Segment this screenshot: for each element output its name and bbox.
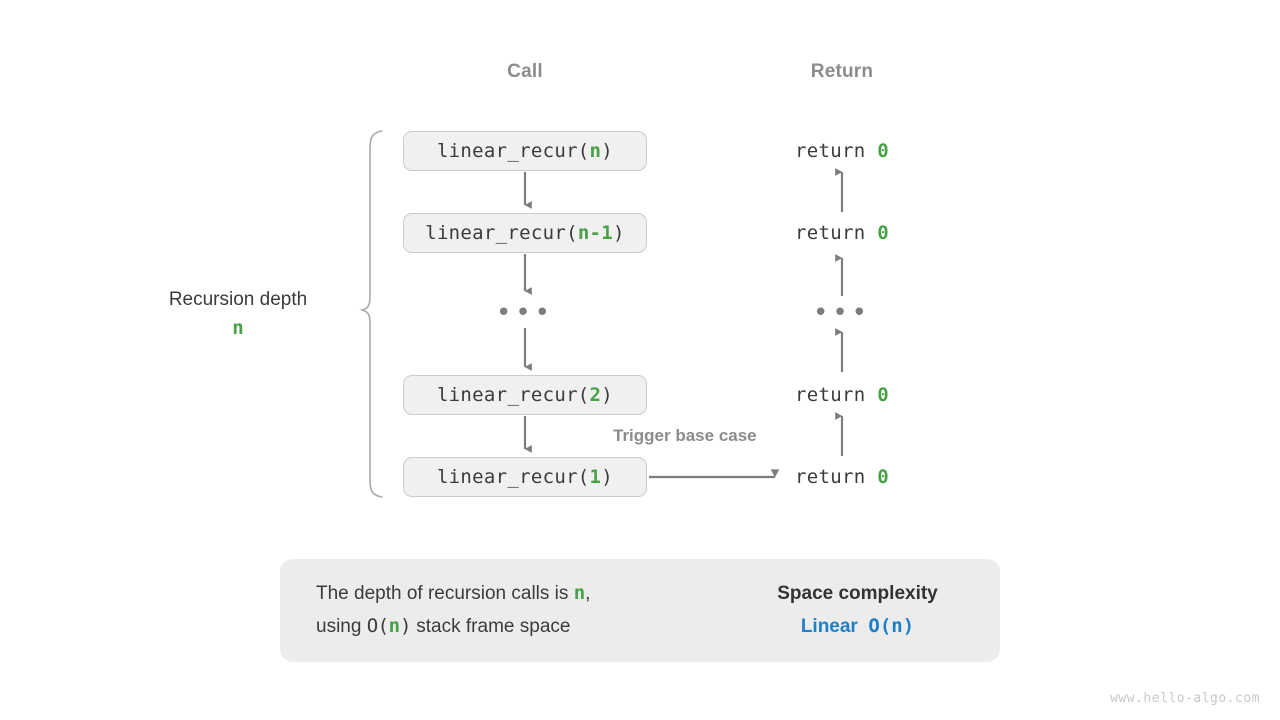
return-value: 0 [877, 222, 889, 244]
trigger-base-case-label: Trigger base case [613, 426, 757, 445]
call-frame-suffix: ) [601, 466, 614, 488]
summary-line1-variable: n [573, 582, 586, 604]
summary-line2-suffix: stack frame space [411, 616, 571, 638]
summary-line-1: The depth of recursion calls is n, [316, 577, 696, 610]
summary-line1-suffix: , [585, 583, 591, 604]
summary-line2-bigo-open: O( [366, 615, 389, 638]
return-statement: return 0 [742, 140, 942, 162]
call-frame-argument: n [589, 140, 602, 162]
recursion-depth-brace [359, 130, 383, 498]
summary-line2-prefix: using [316, 616, 367, 638]
summary-line1-prefix: The depth of recursion calls is [316, 583, 574, 604]
return-statement: return 0 [742, 466, 942, 488]
call-frame-suffix: ) [613, 222, 625, 244]
call-frame-box[interactable]: linear_recur(2) [403, 375, 647, 415]
return-keyword: return [795, 466, 878, 488]
complexity-kind: Linear [800, 616, 858, 638]
column-header-call: Call [507, 61, 543, 82]
summary-panel: The depth of recursion calls is n, using… [280, 559, 1000, 662]
call-frame-prefix: linear_recur( [425, 222, 578, 244]
return-keyword: return [795, 222, 878, 244]
return-keyword: return [795, 384, 878, 406]
return-ellipsis: ••• [812, 298, 871, 328]
space-complexity-title: Space complexity [777, 583, 938, 604]
call-frame-box[interactable]: linear_recur(n-1) [403, 213, 647, 253]
return-value: 0 [877, 140, 889, 162]
return-statement: return 0 [742, 384, 942, 406]
call-frame-argument: n-1 [577, 222, 614, 244]
return-value: 0 [877, 466, 889, 488]
summary-result: Space complexity Linear O(n) [750, 577, 965, 644]
call-frame-prefix: linear_recur( [436, 384, 590, 406]
call-frame-box[interactable]: linear_recur(1) [403, 457, 647, 497]
return-keyword: return [795, 140, 878, 162]
call-frame-argument: 1 [589, 466, 602, 488]
recursion-depth-variable: n [232, 317, 244, 340]
space-complexity-value: Linear O(n) [750, 610, 965, 643]
column-header-return: Return [810, 61, 874, 82]
summary-line2-bigo-close: ) [400, 615, 411, 638]
recursion-depth-label: Recursion depth n [120, 285, 356, 344]
summary-line2-variable: n [388, 615, 401, 638]
call-frame-suffix: ) [601, 384, 614, 406]
return-statement: return 0 [742, 222, 942, 244]
summary-description: The depth of recursion calls is n, using… [316, 577, 696, 644]
call-frame-prefix: linear_recur( [436, 466, 590, 488]
call-ellipsis: ••• [495, 298, 554, 328]
recursion-depth-text: Recursion depth [168, 289, 308, 310]
call-frame-box[interactable]: linear_recur(n) [403, 131, 647, 171]
return-value: 0 [877, 384, 889, 406]
site-watermark: www.hello-algo.com [1110, 691, 1260, 706]
call-frame-argument: 2 [589, 384, 602, 406]
call-frame-prefix: linear_recur( [436, 140, 590, 162]
call-frame-suffix: ) [601, 140, 614, 162]
complexity-notation: O(n) [868, 615, 915, 638]
summary-line-2: using O(n) stack frame space [316, 610, 696, 643]
